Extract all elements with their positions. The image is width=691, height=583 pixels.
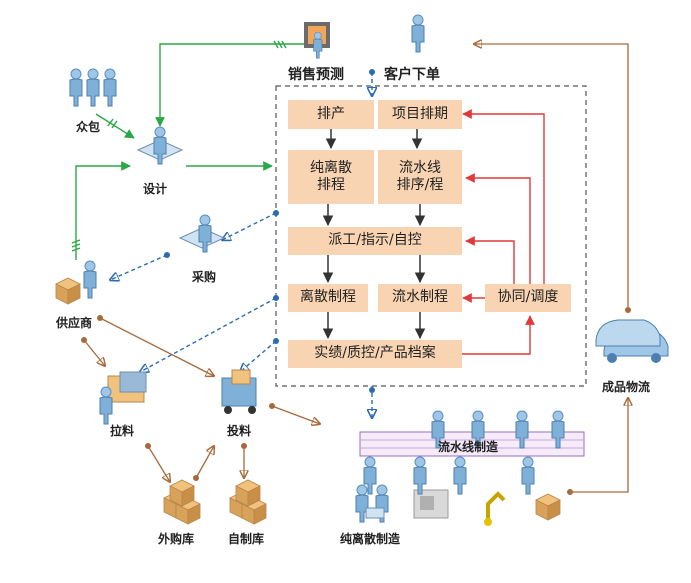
project-schedule-label: 项目排期 — [392, 105, 448, 122]
records-label: 实绩/质控/产品档案 — [314, 345, 436, 362]
line-mfg-label: 流水线制造 — [438, 440, 499, 454]
feedback-arrows — [462, 109, 545, 355]
self-store-boxes-icon — [229, 479, 267, 525]
blue-dashed-links — [110, 72, 372, 418]
pull-cart-icon — [99, 371, 147, 425]
coordinate-box: 协同/调度 — [485, 284, 571, 312]
line-control-box: 流水制程 — [378, 284, 462, 312]
robot-arm-icon — [484, 491, 506, 526]
cars-logistics-icon — [595, 319, 669, 363]
purchaser-desk-icon — [178, 214, 226, 253]
line-plan-line1: 流水线 — [399, 159, 441, 176]
project-schedule-box: 项目排期 — [378, 100, 462, 129]
process-arrows — [322, 129, 426, 340]
records-box: 实绩/质控/产品档案 — [288, 340, 462, 368]
discrete-plan-line2: 排程 — [317, 177, 345, 193]
designer-desk-icon — [136, 126, 184, 165]
purchase-label: 采购 — [192, 270, 217, 284]
design-label: 设计 — [143, 182, 168, 196]
blue-dots — [164, 69, 375, 393]
discrete-plan-box: 纯离散 排程 — [288, 150, 374, 204]
external-store-boxes-icon — [163, 479, 201, 525]
discrete-control-box: 离散制程 — [288, 284, 368, 312]
dispatch-label: 派工/指示/自控 — [328, 232, 422, 249]
dispatch-box: 派工/指示/自控 — [288, 227, 462, 255]
forecast-label: 销售预测 — [288, 67, 344, 83]
schedule-label: 排产 — [317, 105, 345, 122]
feed-label: 投料 — [227, 424, 252, 438]
discrete-plan-line1: 纯离散 — [310, 159, 352, 176]
logistics-label: 成品物流 — [602, 380, 651, 394]
schedule-box: 排产 — [288, 100, 374, 129]
forklift-icon — [221, 369, 257, 414]
brown-dots — [81, 307, 631, 495]
forecast-monitor-icon — [304, 22, 330, 59]
product-box-icon — [535, 493, 561, 521]
crowd-people-icon — [69, 68, 117, 107]
discrete-control-label: 离散制程 — [300, 289, 356, 306]
crowd-label: 众包 — [76, 120, 101, 134]
green-links — [71, 40, 306, 260]
line-plan-box: 流水线 排序/程 — [378, 150, 462, 204]
supplier-icon — [55, 260, 97, 305]
customer-order-label: 客户下单 — [384, 67, 440, 83]
customer-person-icon — [411, 14, 425, 53]
line-control-label: 流水制程 — [392, 289, 448, 306]
line-plan-line2: 排序/程 — [396, 177, 444, 193]
self-store-label: 自制库 — [228, 532, 265, 546]
discrete-mfg-label: 纯离散制造 — [340, 532, 401, 546]
supplier-label: 供应商 — [56, 316, 93, 330]
discrete-workers-icon — [355, 484, 389, 523]
process-frame — [275, 85, 587, 387]
pull-label: 拉料 — [110, 424, 135, 438]
ext-store-label: 外购库 — [158, 532, 195, 546]
coordinate-label: 协同/调度 — [497, 289, 559, 306]
brown-links — [83, 44, 628, 493]
machine-tool-icon — [413, 489, 449, 519]
